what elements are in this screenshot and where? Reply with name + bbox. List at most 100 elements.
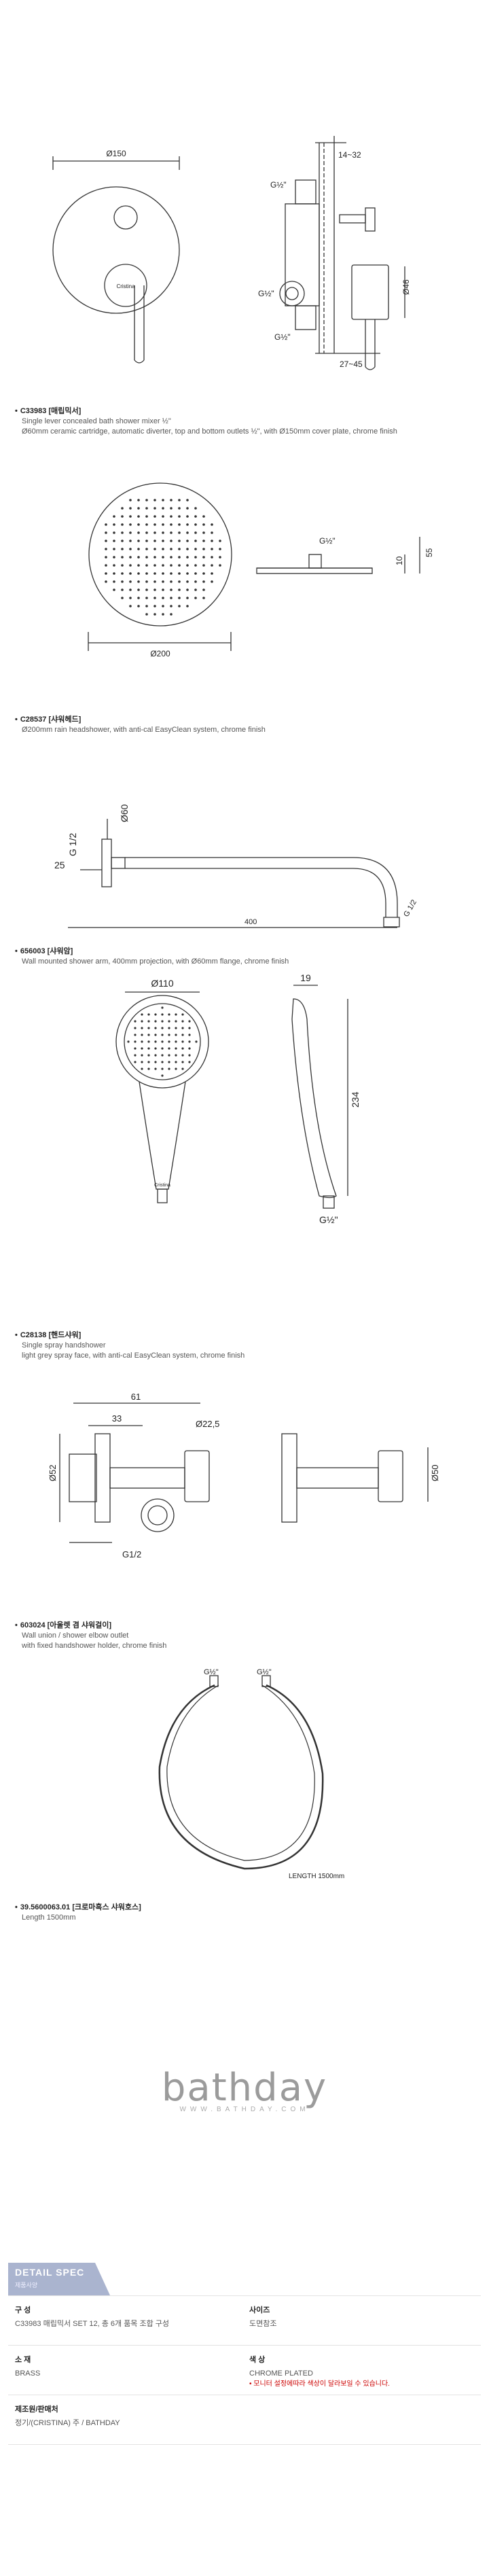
nozzle-dot <box>186 548 189 550</box>
nozzle-dot <box>175 1020 177 1023</box>
dim-label-range2: 27~45 <box>340 359 363 369</box>
nozzle-dot <box>188 1034 191 1036</box>
nozzle-dot <box>162 540 164 542</box>
nozzle-dot <box>181 1068 184 1070</box>
nozzle-dot <box>129 507 132 510</box>
nozzle-dot <box>186 523 189 526</box>
nozzle-dot <box>186 515 189 518</box>
nozzle-dot <box>162 507 164 510</box>
dim-label-g2: G½" <box>257 1668 272 1676</box>
product-section-headshower: Ø200 G½" 10 55 <box>0 435 489 707</box>
nozzle-dot <box>154 1020 157 1023</box>
nozzle-dot <box>170 572 173 575</box>
nozzle-dot <box>147 1054 150 1057</box>
nozzle-dot <box>162 613 164 616</box>
nozzle-dot <box>186 564 189 567</box>
nozzle-dot <box>170 564 173 567</box>
wall-union-drawing: 61 33 Ø22,5 Ø52 G1/2 Ø50 <box>48 1392 440 1559</box>
brand-mark: Cristina <box>116 283 135 289</box>
nozzle-dot <box>161 1013 164 1016</box>
spec-value: BRASS <box>15 2369 41 2378</box>
nozzle-dot <box>202 556 205 559</box>
nozzle-dot <box>175 1013 177 1016</box>
nozzle-dot <box>178 564 181 567</box>
nozzle-dot <box>202 548 205 550</box>
nozzle-dot <box>162 580 164 583</box>
product-section-mixer: Ø150 14~32 G½" G½" G½" Ø46 27~45 Cristin… <box>0 0 489 381</box>
dim-label-l61: 61 <box>131 1392 141 1402</box>
nozzle-dot <box>170 523 173 526</box>
dim-label-d60: Ø60 <box>119 804 130 822</box>
dim-label-h234: 234 <box>350 1091 361 1108</box>
nozzle-dot <box>141 1034 143 1036</box>
nozzle-dot <box>181 1034 184 1036</box>
dim-label-l33: 33 <box>112 1413 122 1424</box>
nozzle-dot <box>113 523 115 526</box>
nozzle-dot <box>137 531 140 534</box>
nozzle-dot <box>168 1040 170 1043</box>
nozzle-dot <box>154 1013 157 1016</box>
nozzle-dot <box>113 564 115 567</box>
nozzle-dot <box>121 556 124 559</box>
nozzle-dot <box>145 588 148 591</box>
nozzle-dot <box>186 605 189 607</box>
spec-value: 도면참조 <box>249 2320 277 2328</box>
nozzle-dot <box>134 1061 137 1063</box>
nozzle-dot <box>168 1020 170 1023</box>
nozzle-dot <box>153 613 156 616</box>
nozzle-dot <box>170 613 173 616</box>
product-section-arm: G 1/2 Ø60 25 400 G 1/2 <box>0 754 489 945</box>
nozzle-dot <box>170 507 173 510</box>
nozzle-dot <box>175 1061 177 1063</box>
product-code: 39.5600063.01 [크로마흑스 샤워호스] <box>15 1903 141 1913</box>
nozzle-dot <box>194 540 197 542</box>
nozzle-dot <box>145 605 148 607</box>
mixer-drawing: Ø150 14~32 G½" G½" G½" Ø46 27~45 Cristin… <box>52 136 411 370</box>
nozzle-dot <box>219 564 221 567</box>
nozzle-dot <box>145 564 148 567</box>
dim-label-l25: 25 <box>54 860 65 870</box>
nozzle-dot <box>211 540 213 542</box>
nozzle-dot <box>188 1061 191 1063</box>
nozzle-dot <box>170 605 173 607</box>
dim-label-g12b: G 1/2 <box>402 898 418 918</box>
nozzle-dot <box>170 597 173 599</box>
nozzle-dot <box>141 1040 143 1043</box>
nozzle-dot <box>147 1034 150 1036</box>
dim-label-g: G½" <box>319 1214 338 1225</box>
nozzle-dot <box>137 507 140 510</box>
nozzle-dot <box>113 531 115 534</box>
arm-drawing: G 1/2 Ø60 25 400 G 1/2 <box>54 804 418 928</box>
nozzle-dot <box>211 556 213 559</box>
nozzle-dot <box>137 605 140 607</box>
nozzle-dot <box>113 515 115 518</box>
nozzle-dot <box>141 1027 143 1029</box>
dim-label-g1: G½" <box>204 1668 219 1676</box>
nozzle-dot <box>121 564 124 567</box>
nozzle-dot <box>194 507 197 510</box>
nozzle-dot <box>153 531 156 534</box>
nozzle-dot <box>129 605 132 607</box>
nozzle-dot <box>219 540 221 542</box>
nozzle-dot <box>168 1068 170 1070</box>
nozzle-dot <box>153 580 156 583</box>
dim-label-g3: G½" <box>274 332 291 342</box>
nozzle-dot <box>154 1047 157 1050</box>
product-code: C28537 [샤워헤드] <box>15 715 266 725</box>
nozzle-dot <box>194 556 197 559</box>
product-desc-line: Single lever concealed bath shower mixer… <box>22 417 171 425</box>
nozzle-dot <box>168 1054 170 1057</box>
nozzle-dot <box>161 1006 164 1009</box>
nozzle-dot <box>121 580 124 583</box>
logo-wordmark: bathday <box>161 2066 328 2110</box>
spec-row: 구 성 C33983 매립믹서 SET 12, 총 6개 품목 조합 구성 사이… <box>8 2295 481 2345</box>
nozzle-dot <box>186 540 189 542</box>
product-desc-line: Wall union / shower elbow outlet <box>22 1631 129 1640</box>
spec-label: 소 재 <box>15 2356 31 2364</box>
detail-spec-tab-bg <box>8 2263 110 2295</box>
nozzle-dot <box>141 1061 143 1063</box>
product-desc-line: Ø200mm rain headshower, with anti-cal Ea… <box>22 726 266 734</box>
nozzle-dot <box>141 1013 143 1016</box>
dim-label-g12: G1/2 <box>122 1549 141 1559</box>
nozzle-dot <box>161 1054 164 1057</box>
